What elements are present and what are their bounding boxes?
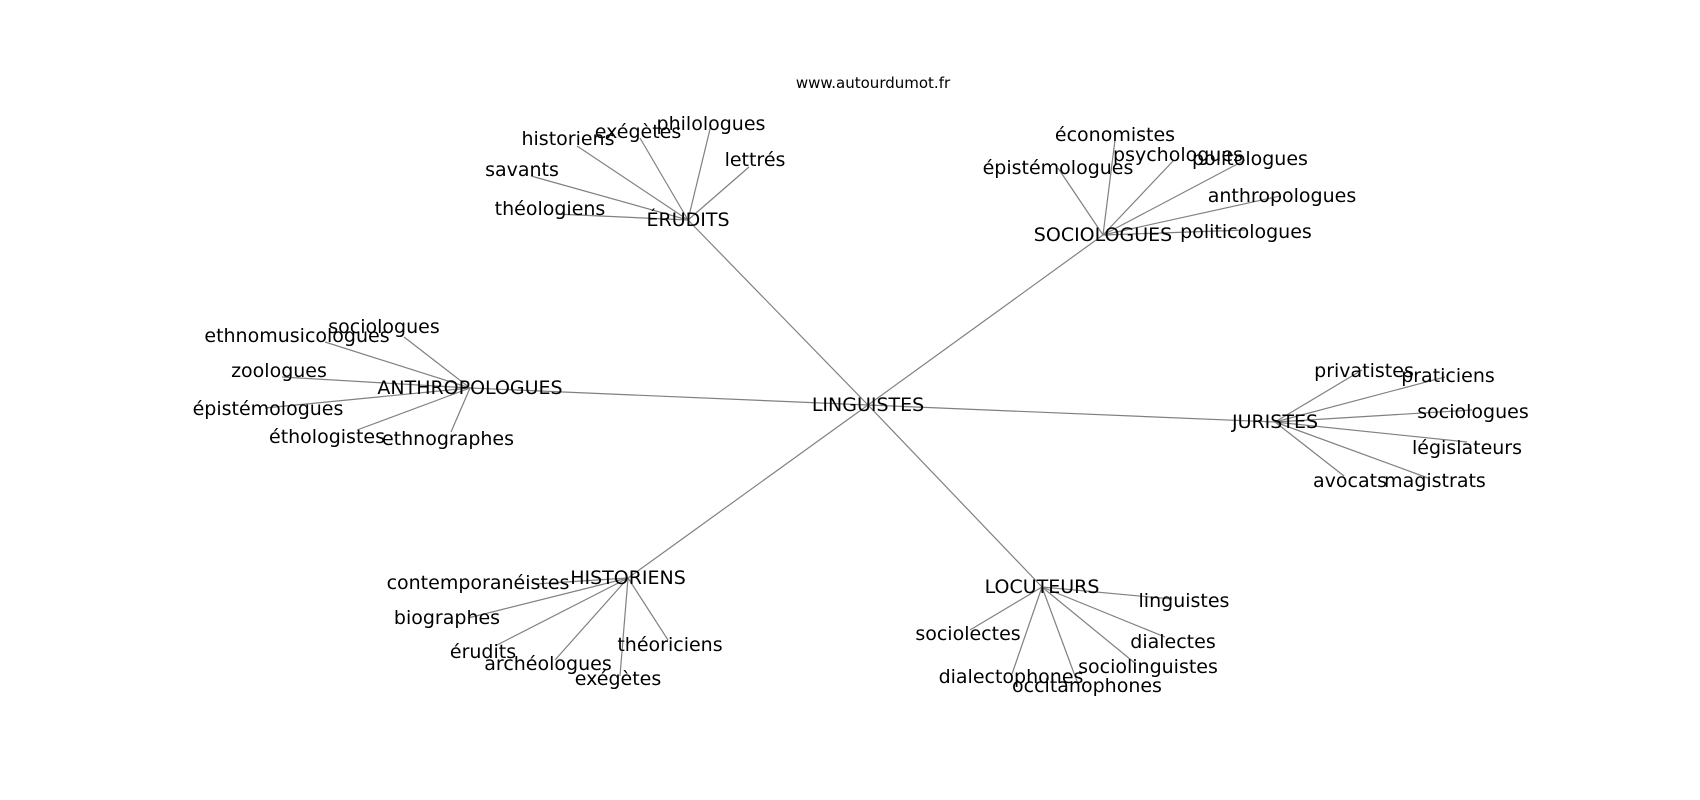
edge-historiens-to-archeologues [554,577,629,661]
leaf-label-erudits-philologues: philologues [657,113,766,135]
edge-locuteurs-to-sociolectes [969,586,1043,631]
hub-label-historiens: HISTORIENS [570,567,686,589]
hub-label-anthropologues: ANTHROPOLOGUES [377,377,562,399]
edge-locuteurs-to-dialectophones [1011,586,1043,675]
leaf-label-locuteurs-dialectophones: dialectophones [939,666,1084,688]
leaf-label-anthropologues-ethnographes: ethnographes [382,428,514,450]
leaf-label-juristes-praticiens: praticiens [1401,365,1495,387]
leaf-label-erudits-lettres: lettrés [725,149,786,171]
leaf-label-historiens-contemporaneistes: contemporanéistes [387,572,570,594]
leaf-label-sociologues-anthropologues: anthropologues [1208,185,1356,207]
leaf-label-historiens-theoriciens: théoriciens [617,634,722,656]
leaf-label-sociologues-politicologues: politicologues [1180,221,1312,243]
edge-locuteurs-to-dialectes [1041,586,1166,638]
leaf-label-juristes-privatistes: privatistes [1314,360,1414,382]
edge-anthropologues-to-ethnomusicologues [324,341,471,389]
leaf-label-locuteurs-linguistes: linguistes [1139,590,1230,612]
leaf-label-erudits-theologiens: théologiens [495,198,606,220]
leaf-label-erudits-savants: savants [485,159,559,181]
edge-center-to-juristes [867,404,1276,423]
edges-layer [264,124,1473,685]
edge-sociologues-to-epistemologues [1057,167,1104,236]
leaf-label-sociologues-economistes: économistes [1055,124,1175,146]
labels-layer: LINGUISTESphilologuesexégèteshistoriensl… [193,113,1529,697]
edge-sociologues-to-politicologues [1102,229,1246,236]
edge-erudits-to-philologues [687,124,712,221]
edge-erudits-to-exegetes [639,137,689,221]
watermark-text: www.autourdumot.fr [796,74,951,92]
leaf-label-locuteurs-sociolinguistes: sociolinguistes [1078,656,1218,678]
hub-label-sociologues: SOCIOLOGUES [1034,224,1172,246]
edge-erudits-to-savants [530,175,689,221]
edge-locuteurs-to-occitanophones [1041,586,1079,685]
leaf-label-anthropologues-ethnomusicologues: ethnomusicologues [204,325,389,347]
edge-locuteurs-to-sociolinguistes [1041,586,1137,665]
edge-locuteurs-to-linguistes [1041,586,1173,600]
leaf-label-anthropologues-ethologistes: éthologistes [269,426,385,448]
edge-sociologues-to-economistes [1102,139,1116,236]
leaf-label-anthropologues-sociologues: sociologues [328,316,439,338]
leaf-label-sociologues-psychologues: psychologues [1113,144,1243,166]
edge-erudits-to-historiens [576,145,689,221]
edge-juristes-to-praticiens [1274,376,1446,423]
edge-historiens-to-exegetes [619,577,629,677]
hub-label-locuteurs: LOCUTEURS [985,576,1100,598]
edge-anthropologues-to-sociologues [403,336,471,389]
edge-center-to-erudits [687,219,869,406]
edge-anthropologues-to-ethnographes [450,387,471,433]
edge-center-to-locuteurs [867,404,1043,588]
leaf-label-juristes-avocats: avocats [1313,470,1387,492]
edge-center-to-sociologues [867,234,1104,406]
edge-anthropologues-to-ethologistes [356,387,471,431]
leaf-label-historiens-erudits: érudits [450,641,516,663]
leaf-label-historiens-exegetes: exégètes [575,668,662,690]
edge-center-to-historiens [627,404,869,579]
edge-historiens-to-theoriciens [627,577,669,641]
leaf-label-anthropologues-zoologues: zoologues [231,360,327,382]
leaf-label-juristes-sociologues: sociologues [1417,401,1528,423]
leaf-label-anthropologues-epistemologues: épistémologues [193,398,344,420]
edge-erudits-to-lettres [687,166,750,221]
leaf-label-historiens-biographes: biographes [394,607,500,629]
hub-label-juristes: JURISTES [1231,411,1318,433]
edge-historiens-to-contemporaneistes [534,577,629,585]
edge-sociologues-to-psychologues [1102,159,1175,236]
edge-juristes-to-privatistes [1274,369,1363,423]
leaf-label-sociologues-politologues: politologues [1192,148,1308,170]
edge-erudits-to-theologiens [555,213,689,221]
leaf-label-erudits-historiens: historiens [521,128,614,150]
leaf-label-erudits-exegetes: exégètes [595,121,682,143]
leaf-label-locuteurs-sociolectes: sociolectes [915,623,1020,645]
edge-sociologues-to-politologues [1102,159,1246,236]
edge-anthropologues-to-epistemologues [264,387,471,409]
edge-historiens-to-biographes [467,577,629,619]
edge-sociologues-to-anthropologues [1102,195,1281,236]
leaf-label-locuteurs-occitanophones: occitanophones [1012,675,1162,697]
edge-juristes-to-sociologues [1274,409,1473,423]
center-node-label: LINGUISTES [812,394,924,416]
edge-juristes-to-legislateurs [1274,421,1468,443]
leaf-label-locuteurs-dialectes: dialectes [1130,631,1215,653]
edge-juristes-to-magistrats [1274,421,1429,479]
leaf-label-juristes-legislateurs: législateurs [1412,437,1522,459]
edge-juristes-to-avocats [1274,421,1345,477]
edge-center-to-anthropologues [469,387,869,406]
edge-historiens-to-erudits [496,577,629,646]
leaf-label-sociologues-epistemologues: épistémologues [983,157,1134,179]
edge-anthropologues-to-zoologues [281,376,471,389]
hub-label-erudits: ÉRUDITS [646,208,729,231]
leaf-label-historiens-archeologues: archéologues [484,653,611,675]
leaf-label-juristes-magistrats: magistrats [1384,470,1486,492]
